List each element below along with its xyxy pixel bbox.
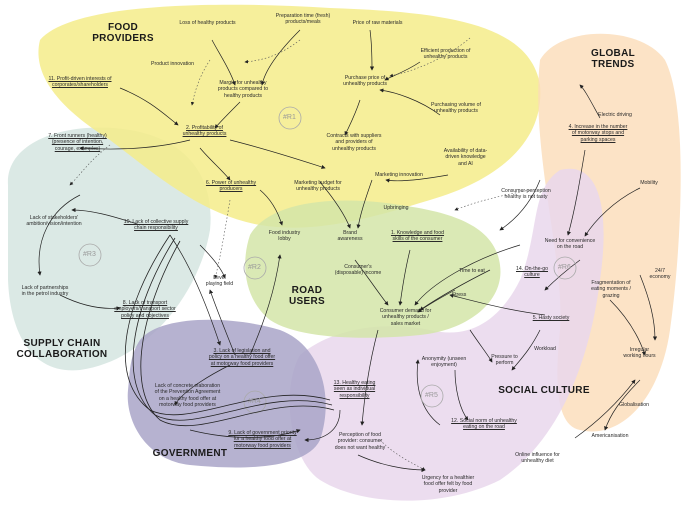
node-increase-stops: 4. Increase in the number of motorway st… <box>568 124 628 143</box>
causal-arrows <box>37 29 658 473</box>
node-stress: Stress <box>451 292 467 298</box>
node-loss-healthy: Loss of healthy products <box>179 20 236 26</box>
node-front-runners: 7. Front runners (healthy) (presence of … <box>48 133 107 152</box>
node-knowledge-skills: 1. Knowledge and food skills of the cons… <box>390 230 445 243</box>
node-lack-legislation: 3. Lack of legislation and policy on a h… <box>208 348 276 367</box>
node-anonymity: Anonymity (unseen enjoyment) <box>421 356 467 369</box>
node-purchase-price: Purchase price of unhealthy products <box>343 75 387 88</box>
node-lack-collective: 10. Lack of collective supply chain resp… <box>123 219 189 232</box>
node-social-norm: 12. Social norm of unhealthy eating on t… <box>451 418 517 431</box>
node-data-knowledge: Availability of data- driven knowledge a… <box>443 148 488 167</box>
node-lack-transport: 8. Lack of transport employers/transport… <box>114 300 176 319</box>
government-feedback-lines <box>124 234 335 427</box>
node-americanisation: Americanisation <box>591 433 629 439</box>
node-online-influence: Online influence for unhealthy diet <box>515 452 560 465</box>
node-contracts: Contracts with suppliers and providers o… <box>326 133 382 152</box>
node-on-the-go: 14. On-the-go culture <box>515 266 548 279</box>
node-upbringing: Upbringing <box>383 205 409 211</box>
node-prep-time: Preparation time (fresh) products/meals <box>275 13 331 26</box>
loop-circles <box>78 106 577 414</box>
loop-label-r6: #R6 <box>558 264 571 271</box>
node-urgency: Urgency for a healthier food offer felt … <box>421 475 475 494</box>
node-lack-priority: 9. Lack of government priority for a hea… <box>228 430 297 449</box>
node-lack-stakeholders: Lack of stakeholders' ambition/vision/in… <box>26 215 82 228</box>
node-power-providers: 6. Power of unhealthy producers <box>205 180 257 193</box>
node-lobby: Food industry lobby <box>268 230 301 243</box>
region-title-government: GOVERNMENT <box>152 448 228 459</box>
node-need-convenience: Need for convenience on the road <box>544 238 596 251</box>
region-government-blob <box>127 319 326 468</box>
region-title-supply-chain: SUPPLY CHAIN COLLABORATION <box>16 338 108 360</box>
node-product-innovation: Product innovation <box>151 61 194 67</box>
node-brand-awareness: Brand awareness <box>337 230 363 243</box>
node-purchasing-volume: Purchasing volume of unhealthy products <box>431 102 481 115</box>
node-hasty-society: 5. Hasty society <box>532 315 570 321</box>
node-economy-247: 24/7 economy <box>649 268 671 281</box>
node-profitability: 2. Profitability of unhealthy products <box>182 125 227 138</box>
node-pressure-perform: Pressure to perform <box>491 354 518 367</box>
node-workload: Workload <box>534 346 556 352</box>
loop-label-r3: #R3 <box>83 251 96 258</box>
node-globalisation: Globalisation <box>619 402 649 408</box>
region-title-social-culture: SOCIAL CULTURE <box>498 385 590 396</box>
region-supply-chain-blob <box>7 127 211 371</box>
node-efficient-production: Efficient production of unhealthy produc… <box>420 48 471 61</box>
node-disposable-income: Consumer's (disposable) income <box>334 264 382 277</box>
node-margin: Margin for unhealthy products compared t… <box>217 80 269 99</box>
node-perception-provider: Perception of food provider: consumer do… <box>334 432 386 451</box>
region-title-global-trends: GLOBAL TRENDS <box>590 48 636 70</box>
dotted-arrows <box>69 37 531 471</box>
node-level-playing: Level playing field <box>205 275 234 288</box>
region-title-food-providers: FOOD PROVIDERS <box>92 22 154 44</box>
node-lack-elaboration: Lack of concrete elaboration of the Prev… <box>154 383 221 409</box>
node-marketing-innovation: Marketing innovation <box>375 172 423 178</box>
node-electric-driving: Electric driving <box>598 112 632 118</box>
node-healthy-individual: 13. Healthy eating seen as individual re… <box>333 380 376 399</box>
node-consumer-perception: Consumer perception healthy is not tasty <box>501 188 551 201</box>
region-social-culture-blob <box>289 168 604 501</box>
region-food-providers-blob <box>38 4 541 228</box>
node-fragmentation: Fragmentation of eating moments / grazin… <box>591 280 631 299</box>
node-time-to-eat: Time to eat <box>459 268 485 274</box>
loop-label-r5: #R5 <box>425 392 438 399</box>
region-road-users-blob <box>245 200 501 338</box>
node-profit-driven: 11. Profit-driven interests of corporate… <box>48 76 112 89</box>
loop-label-r2: #R2 <box>248 264 261 271</box>
node-mobility: Mobility <box>640 180 658 186</box>
loop-label-r4: #R4 <box>248 398 261 405</box>
region-title-road-users: ROAD USERS <box>289 285 325 307</box>
node-marketing-budget: Marketing budget for unhealthy products <box>294 180 342 193</box>
node-price-raw: Price of raw materials <box>352 20 403 26</box>
loop-label-r1: #R1 <box>283 114 296 121</box>
node-consumer-demand: Consumer demand for unhealthy products /… <box>379 308 432 327</box>
node-irregular-hours: Irregular working hours <box>623 347 656 360</box>
node-lack-partnerships: Lack of partnerships in the petrol indus… <box>21 285 69 298</box>
